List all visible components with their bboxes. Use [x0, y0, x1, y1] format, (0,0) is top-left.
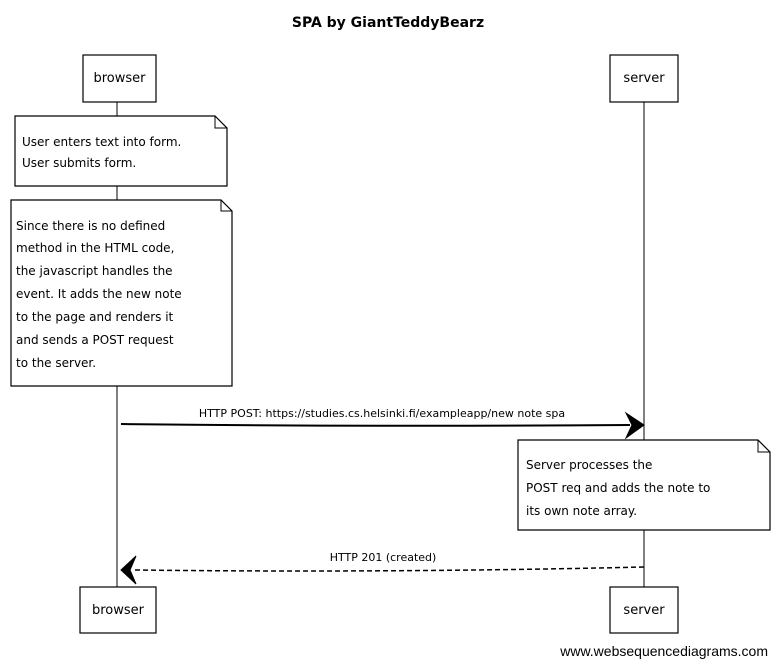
participant-server-top: server	[609, 54, 679, 103]
note-line: Since there is no defined	[16, 219, 165, 233]
participant-server-bottom: server	[609, 586, 679, 634]
note-line: the javascript handles the	[16, 264, 173, 278]
participant-label: browser	[92, 603, 145, 618]
arrowhead-icon	[120, 555, 137, 585]
participant-label: server	[623, 603, 665, 618]
note-line: to the server.	[16, 356, 96, 370]
participant-label: server	[623, 71, 665, 86]
note-line: method in the HTML code,	[16, 241, 174, 255]
message-label: HTTP 201 (created)	[330, 551, 437, 564]
note-javascript-handles: Since there is no defined method in the …	[10, 199, 233, 387]
participant-label: browser	[93, 71, 146, 86]
participant-browser-top: browser	[82, 54, 157, 103]
participant-browser-bottom: browser	[79, 586, 157, 634]
diagram-title: SPA by GiantTeddyBearz	[292, 15, 484, 31]
message-label: HTTP POST: https://studies.cs.helsinki.f…	[199, 407, 565, 420]
note-line: Server processes the	[526, 458, 652, 472]
credit-link[interactable]: www.websequencediagrams.com	[559, 643, 768, 659]
message-http-201: HTTP 201 (created)	[120, 551, 645, 585]
message-http-post: HTTP POST: https://studies.cs.helsinki.f…	[120, 407, 645, 440]
note-line: and sends a POST request	[16, 333, 174, 347]
arrowhead-icon	[624, 411, 645, 440]
note-line: event. It adds the new note	[16, 287, 182, 301]
note-line: POST req and adds the note to	[526, 481, 710, 495]
note-line: its own note array.	[526, 504, 637, 518]
note-user-submits: User enters text into form. User submits…	[14, 115, 228, 187]
note-line: User submits form.	[22, 156, 136, 170]
note-line: User enters text into form.	[22, 135, 181, 149]
note-server-processes: Server processes the POST req and adds t…	[517, 439, 771, 531]
note-line: to the page and renders it	[16, 310, 174, 324]
